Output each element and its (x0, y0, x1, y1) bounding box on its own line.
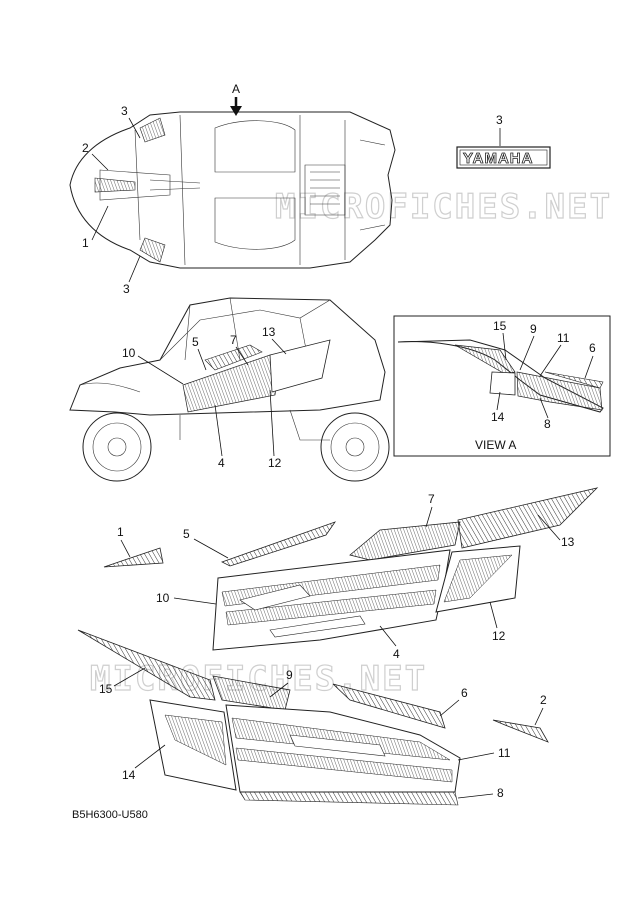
leader-12-side (269, 389, 275, 457)
callout-3-emblem: 3 (496, 113, 503, 127)
drawing-code: B5H6300-U580 (72, 809, 148, 821)
callout-8: 8 (497, 786, 504, 800)
leader-1 (120, 539, 131, 558)
decal-1 (103, 547, 164, 568)
leader-4 (379, 625, 397, 647)
watermark-top: MICROFICHES.NET (275, 187, 612, 227)
callout-1-top: 1 (82, 236, 89, 250)
callout-7-side: 7 (230, 333, 237, 347)
callout-1: 1 (117, 525, 124, 539)
leader-10-side (137, 355, 184, 385)
callout-15: 15 (99, 682, 113, 696)
callout-6: 6 (461, 686, 468, 700)
callout-13: 13 (561, 535, 575, 549)
leader-2 (91, 153, 109, 171)
decal-2 (492, 719, 549, 743)
decal-15 (77, 629, 216, 701)
leader-15-inset (502, 332, 507, 361)
callout-4: 4 (393, 647, 400, 661)
leader-13-side (271, 338, 287, 355)
leader-9-inset (519, 335, 535, 371)
yamaha-logo-text: YAMAHA (463, 150, 533, 167)
leader-9 (269, 682, 289, 698)
callout-14-inset: 14 (491, 410, 505, 424)
view-a-inset: VIEW A (393, 315, 611, 457)
leader-14-inset (496, 391, 501, 411)
leader-12 (489, 601, 498, 629)
leader-2-decal (534, 707, 544, 726)
callout-5: 5 (183, 527, 190, 541)
decal-4-stripe (225, 589, 437, 626)
callout-3-bottom: 3 (123, 282, 130, 296)
leader-8 (457, 793, 494, 799)
callout-5-side: 5 (192, 335, 199, 349)
callout-10-side: 10 (122, 346, 136, 360)
vehicle-side-view (69, 297, 390, 482)
callout-11: 11 (498, 746, 511, 760)
decal-5 (220, 521, 337, 567)
callout-11-inset: 11 (557, 331, 570, 345)
leader-5-side (197, 348, 207, 371)
callout-13-side: 13 (262, 325, 276, 339)
leader-1-top (91, 205, 109, 241)
leader-3-bottom (128, 255, 141, 283)
callout-14: 14 (122, 768, 136, 782)
callout-6-inset: 6 (589, 341, 596, 355)
leader-6 (439, 699, 460, 717)
callout-9: 9 (286, 668, 293, 682)
leader-11-inset (539, 344, 562, 377)
callout-12: 12 (492, 629, 506, 643)
leader-6-inset (584, 355, 594, 379)
callout-12-side: 12 (268, 456, 282, 470)
callout-7: 7 (428, 492, 435, 506)
decal-6 (332, 683, 446, 729)
yamaha-emblem: YAMAHA (456, 146, 551, 169)
callout-2: 2 (82, 141, 89, 155)
leader-10 (173, 597, 217, 605)
leader-15 (113, 667, 146, 687)
decal-7 (349, 521, 461, 561)
leader-8-inset (539, 397, 549, 419)
view-arrow-icon (230, 97, 242, 116)
view-a-caption: VIEW A (475, 438, 516, 452)
leader-13 (537, 514, 561, 541)
leader-4-side (214, 404, 223, 457)
callout-9-inset: 9 (530, 322, 537, 336)
callout-8-inset: 8 (544, 417, 551, 431)
callout-3-top: 3 (121, 104, 128, 118)
view-marker-label: A (232, 82, 240, 96)
vehicle-top-view (69, 111, 396, 269)
leader-7 (425, 506, 433, 528)
leader-5 (193, 538, 229, 559)
decal-8 (239, 791, 459, 806)
leader-11 (457, 752, 495, 761)
callout-15-inset: 15 (493, 319, 507, 333)
callout-2-decal: 2 (540, 693, 547, 707)
leader-14 (134, 744, 166, 769)
callout-10: 10 (156, 591, 170, 605)
decal-13 (457, 487, 599, 549)
callout-4-side: 4 (218, 456, 225, 470)
leader-7-side (235, 346, 249, 366)
leader-3-top (128, 117, 141, 139)
